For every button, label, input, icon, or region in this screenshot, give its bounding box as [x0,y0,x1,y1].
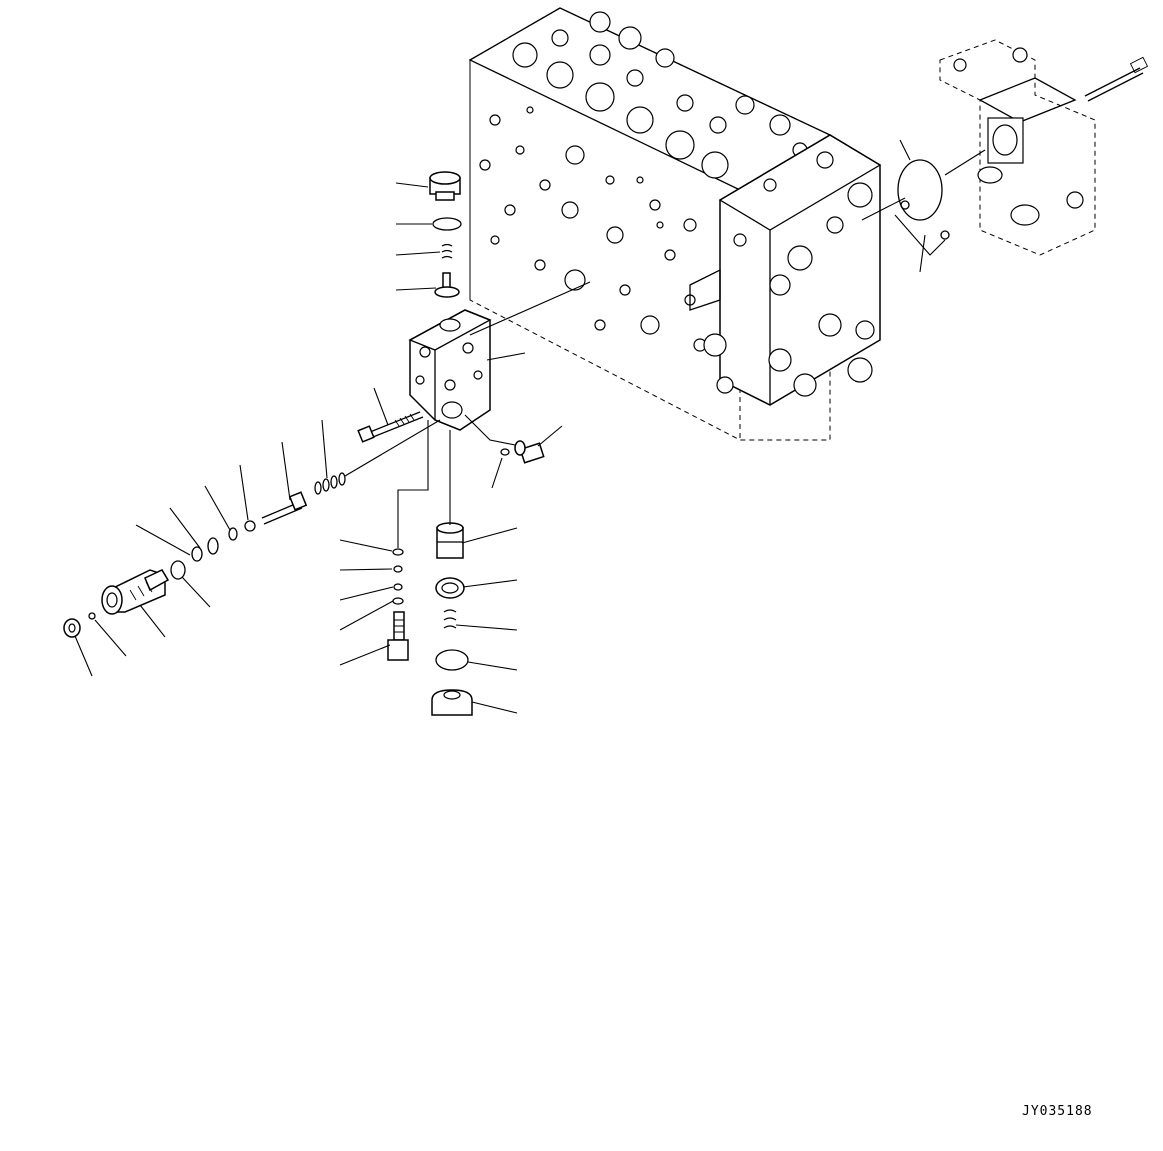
drawing-code: JY035188 [1022,1104,1093,1119]
relief-valve-icon [101,569,170,615]
cap-icon [431,689,473,716]
o-ring-icon [191,546,203,562]
valve-section-icon [408,281,591,431]
o-ring-icon [392,548,404,605]
valve-block-icon [468,7,832,441]
cap-icon [63,618,81,638]
plug-icon [436,522,464,559]
o-ring-icon [244,520,256,532]
o-ring-icon [500,448,510,456]
poppet-icon [387,611,409,661]
valve-section-icon [689,134,882,406]
spring-icon [314,472,346,495]
spring-icon [443,609,457,629]
o-ring-icon [228,527,238,541]
o-ring-icon [88,612,96,620]
plug-icon [429,171,461,201]
leader-lines [74,139,986,714]
o-ring-icon [435,649,469,671]
o-ring-icon [207,537,219,555]
o-ring-icon [432,217,462,231]
end-cover-icon [894,39,1149,256]
poppet-icon [261,491,308,525]
o-ring-icon [170,560,186,580]
plug-icon [514,440,545,464]
poppet-icon [434,272,460,298]
o-ring-icon [435,577,465,599]
bolt-icon [357,411,424,443]
spring-icon [441,243,453,259]
